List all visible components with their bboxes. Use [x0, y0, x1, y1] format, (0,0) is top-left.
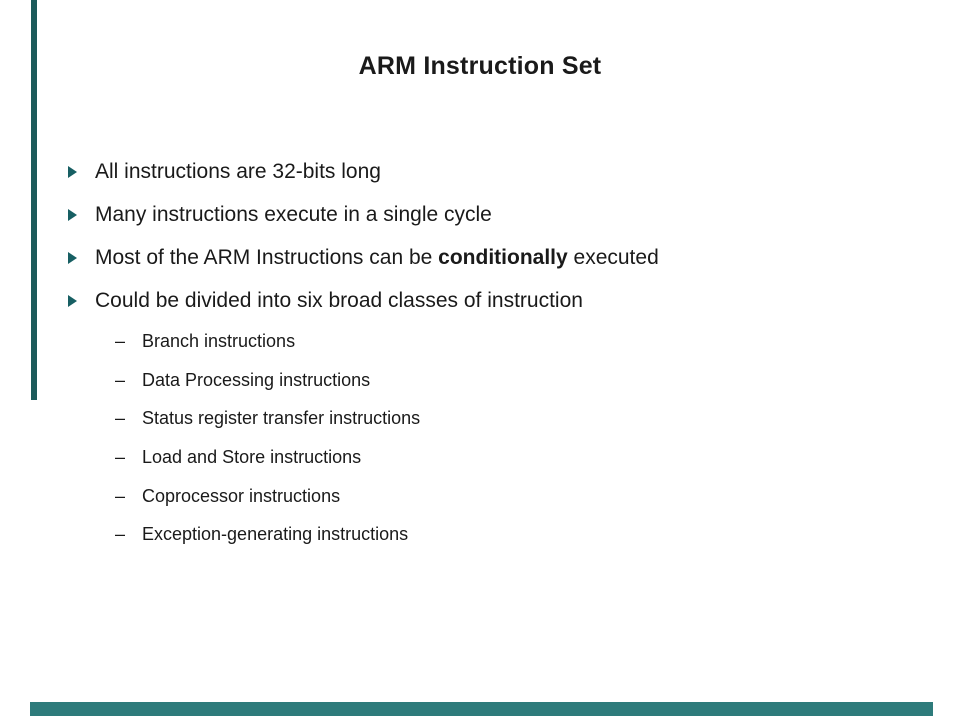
dash-bullet-icon: –	[115, 330, 126, 351]
dash-bullet-icon: –	[115, 524, 126, 545]
arrow-bullet-icon	[68, 165, 77, 178]
dash-bullet-icon: –	[115, 369, 126, 390]
bullet-text: Could be divided into six broad classes …	[95, 288, 583, 312]
bottom-accent-bar	[30, 702, 933, 716]
arrow-bullet-icon	[68, 251, 77, 264]
sub-bullet-item: – Coprocessor instructions	[0, 477, 960, 516]
sub-bullet-text: Branch instructions	[142, 330, 296, 351]
arrow-bullet-icon	[68, 208, 77, 221]
sub-bullet-text: Exception-generating instructions	[142, 524, 409, 545]
dash-bullet-icon: –	[115, 485, 126, 506]
sub-bullet-item: – Load and Store instructions	[0, 438, 960, 477]
dash-bullet-icon: –	[115, 408, 126, 429]
dash-bullet-icon: –	[115, 446, 126, 467]
bullet-text-post: executed	[567, 245, 659, 269]
bullet-text: Most of the ARM Instructions can be cond…	[95, 246, 659, 270]
bullet-text-pre: Most of the ARM Instructions can be	[95, 245, 439, 269]
slide-title: ARM Instruction Set	[358, 52, 602, 80]
sub-bullet-item: – Data Processing instructions	[0, 361, 960, 400]
bullet-text: Many instructions execute in a single cy…	[95, 202, 492, 226]
left-accent-bar	[31, 0, 37, 400]
bullet-text: All instructions are 32-bits long	[95, 159, 381, 183]
sub-bullet-list: – Branch instructions – Data Processing …	[0, 322, 960, 554]
sub-bullet-item: – Branch instructions	[0, 322, 960, 361]
sub-bullet-item: – Exception-generating instructions	[0, 515, 960, 554]
sub-bullet-text: Data Processing instructions	[142, 369, 371, 390]
sub-bullet-text: Load and Store instructions	[142, 446, 362, 467]
bullet-item: Could be divided into six broad classes …	[0, 279, 960, 322]
bullet-list: All instructions are 32-bits long Many i…	[0, 150, 960, 322]
sub-bullet-text: Coprocessor instructions	[142, 485, 341, 506]
bullet-item: Most of the ARM Instructions can be cond…	[0, 236, 960, 279]
bullet-item: Many instructions execute in a single cy…	[0, 193, 960, 236]
bullet-item: All instructions are 32-bits long	[0, 150, 960, 193]
bullet-text-bold: conditionally	[438, 245, 568, 269]
sub-bullet-item: – Status register transfer instructions	[0, 399, 960, 438]
sub-bullet-text: Status register transfer instructions	[142, 408, 421, 429]
arrow-bullet-icon	[68, 294, 77, 307]
